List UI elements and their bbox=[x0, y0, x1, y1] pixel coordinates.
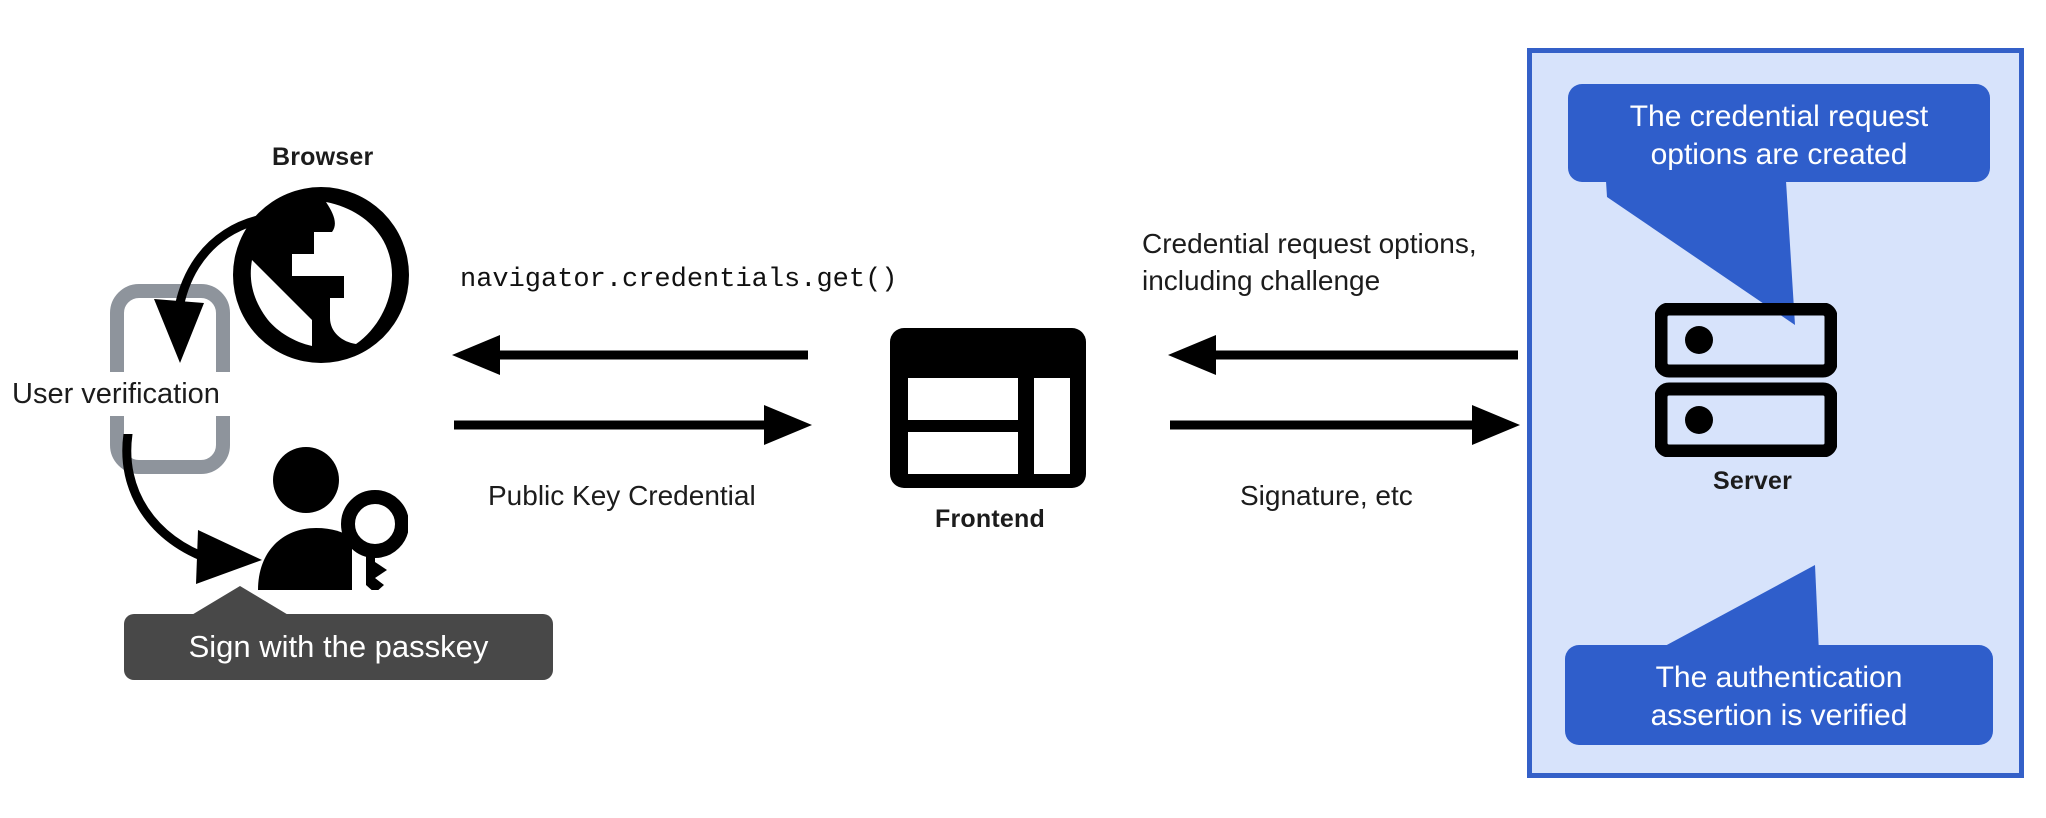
flow-label-credential-request-options-line1: Credential request options, bbox=[1142, 228, 1477, 259]
globe-icon bbox=[233, 187, 409, 363]
flow-label-navigator-credentials-get: navigator.credentials.get() bbox=[460, 265, 898, 295]
callout-top-tail bbox=[1605, 165, 1795, 325]
server-label: Server bbox=[1713, 467, 1793, 495]
user-verification-label: User verification bbox=[12, 378, 220, 410]
user-verification-label-backdrop bbox=[0, 372, 250, 416]
callout-top-line2: options are created bbox=[1650, 138, 1908, 172]
callout-credential-request-options: The credential request options are creat… bbox=[1568, 84, 1990, 182]
arrow-browser-to-frontend bbox=[454, 405, 812, 445]
callout-bottom-line2: assertion is verified bbox=[1650, 699, 1908, 733]
arrow-phone-to-user bbox=[122, 434, 262, 584]
flow-label-signature-etc: Signature, etc bbox=[1240, 480, 1413, 511]
server-racks-icon bbox=[1655, 303, 1837, 457]
arrow-frontend-to-browser bbox=[452, 335, 808, 375]
callout-top-line1: The credential request bbox=[1629, 100, 1929, 133]
passkey-tooltip: Sign with the passkey bbox=[124, 614, 553, 680]
frontend-label: Frontend bbox=[935, 505, 1045, 533]
arrow-browser-to-phone bbox=[154, 212, 317, 363]
person-with-key-icon bbox=[258, 447, 408, 590]
flow-label-credential-request-options-line2: including challenge bbox=[1142, 264, 1381, 296]
dashboard-layout-icon bbox=[890, 328, 1086, 488]
callout-bottom-line1: The authentication bbox=[1655, 661, 1903, 694]
arrow-server-to-frontend bbox=[1168, 335, 1518, 375]
browser-label: Browser bbox=[272, 143, 374, 171]
flow-label-public-key-credential: Public Key Credential bbox=[488, 480, 756, 511]
callout-authentication-assertion-verified: The authentication assertion is verified bbox=[1565, 645, 1993, 745]
passkey-tooltip-tail bbox=[190, 586, 290, 616]
arrow-frontend-to-server bbox=[1170, 405, 1520, 445]
flow-label-credential-request-options: Credential request options, including ch… bbox=[1142, 226, 1477, 300]
